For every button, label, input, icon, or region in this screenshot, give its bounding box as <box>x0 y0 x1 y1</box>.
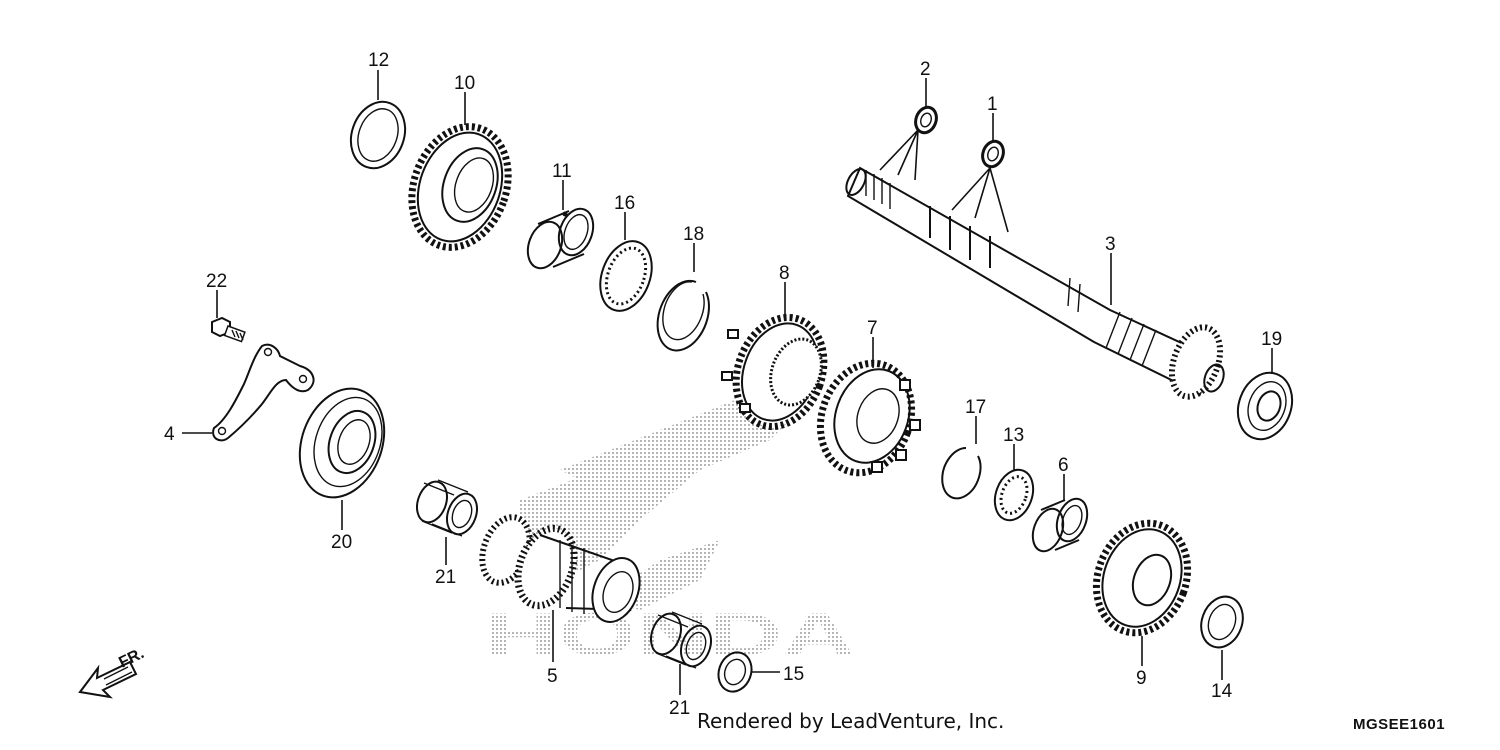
label-part-9: 9 <box>1136 668 1147 689</box>
label-part-5: 5 <box>547 666 558 687</box>
label-part-20: 20 <box>331 532 352 553</box>
watermark-text: HONDA <box>485 601 855 668</box>
bolt-22 <box>211 316 246 343</box>
gear-9 <box>1092 519 1192 637</box>
part-labels: 12 10 11 16 18 22 4 20 21 5 21 15 8 7 2 … <box>164 50 1282 719</box>
front-direction-arrow: FR. <box>78 645 147 699</box>
label-part-11: 11 <box>552 161 572 182</box>
diagram-code: MGSEE1601 <box>1353 716 1446 733</box>
needle-bearing-21-lower <box>650 611 712 669</box>
thrust-washer-14 <box>1200 595 1244 649</box>
label-part-6: 6 <box>1058 455 1069 476</box>
label-part-22: 22 <box>206 271 227 292</box>
label-part-4: 4 <box>164 424 175 445</box>
gear-cluster-5 <box>479 514 641 623</box>
splined-washer-13 <box>993 468 1035 522</box>
label-part-21-lower: 21 <box>669 698 690 719</box>
gear-7 <box>816 359 921 477</box>
snap-ring-17 <box>941 446 982 500</box>
ring-1 <box>981 139 1005 169</box>
label-part-16: 16 <box>614 193 635 214</box>
render-credit: Rendered by LeadVenture, Inc. <box>697 709 1005 733</box>
ball-bearing-19 <box>1236 371 1294 441</box>
honda-watermark-logo: HONDA <box>485 390 855 668</box>
label-part-15: 15 <box>783 664 804 685</box>
label-part-19: 19 <box>1261 329 1282 350</box>
gear-10 <box>408 123 512 251</box>
label-part-2: 2 <box>920 59 931 80</box>
thrust-washer-15 <box>717 651 753 693</box>
label-part-17: 17 <box>965 397 986 418</box>
label-part-1: 1 <box>987 94 998 115</box>
label-part-8: 8 <box>779 263 790 284</box>
bushing-11 <box>526 207 595 270</box>
snap-ring-18 <box>656 279 710 352</box>
mainshaft-3 <box>845 166 1225 400</box>
ball-bearing-20 <box>298 387 386 499</box>
label-part-10: 10 <box>454 73 475 94</box>
label-part-7: 7 <box>867 318 878 339</box>
label-part-21-upper: 21 <box>435 567 456 588</box>
label-part-18: 18 <box>683 224 704 245</box>
label-part-13: 13 <box>1003 425 1024 446</box>
ring-2 <box>914 105 938 135</box>
front-direction-label: FR. <box>116 645 147 672</box>
leader-lines <box>182 70 1273 695</box>
splined-washer-16 <box>599 240 653 312</box>
label-part-3: 3 <box>1105 234 1116 255</box>
set-plate-4 <box>212 343 315 442</box>
label-part-14: 14 <box>1211 681 1233 702</box>
needle-bearing-21-upper <box>416 479 478 537</box>
gear-8 <box>721 313 828 431</box>
bushing-6 <box>1031 497 1089 553</box>
label-part-12: 12 <box>368 50 389 71</box>
thrust-washer-12 <box>349 100 407 170</box>
